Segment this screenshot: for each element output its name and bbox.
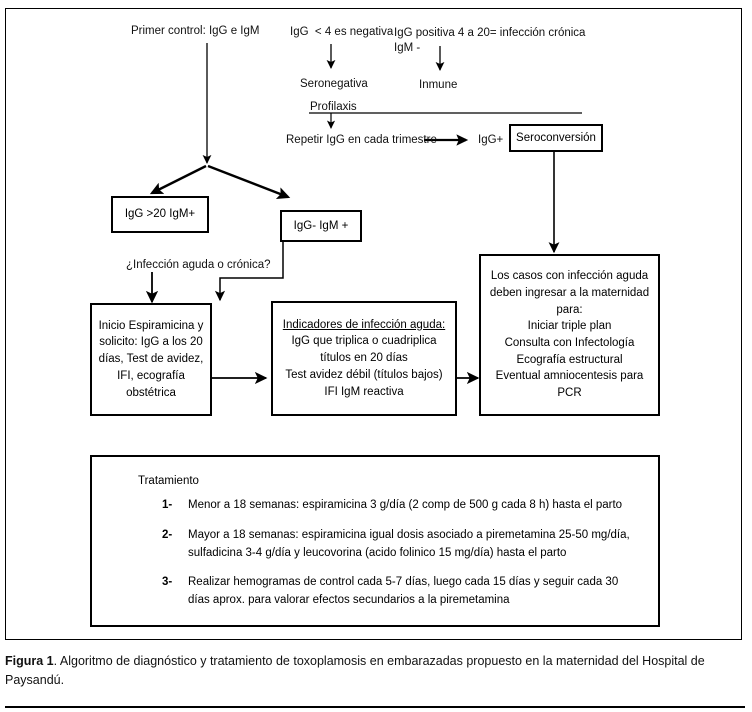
tratamiento-item-1-text: Menor a 18 semanas: espiramicina 3 g/día… <box>188 499 623 511</box>
box-indicadores-infeccion-aguda[interactable]: Indicadores de infección aguda: IgG que … <box>271 301 457 416</box>
espiramicina-line-2: solicito: IgG a los 20 <box>99 336 203 349</box>
box-seroconversion[interactable]: Seroconversión <box>509 124 603 152</box>
tratamiento-item-3-text: Realizar hemogramas de control cada 5-7 … <box>188 576 619 607</box>
label-igg-cronica-line1: IgG positiva 4 a 20= infección crónica <box>394 27 586 39</box>
label-primer-control: Primer control: IgG e IgM <box>131 25 260 37</box>
indicadores-title: Indicadores de infección aguda: <box>282 318 446 331</box>
tratamiento-item-1-number: 1- <box>162 499 173 511</box>
box-espiramicina-lines: Inicio Espiramicina y solicito: IgG a lo… <box>98 318 204 401</box>
label-repetir-igg: Repetir IgG en cada trimestre <box>286 134 437 146</box>
box-igg-negativo-igm-positivo[interactable]: IgG- IgM + <box>280 210 362 242</box>
box-inicio-espiramicina[interactable]: Inicio Espiramicina y solicito: IgG a lo… <box>90 303 212 416</box>
tratamiento-item-2-text: Mayor a 18 semanas: espiramicina igual d… <box>188 528 630 559</box>
label-profilaxis: Profilaxis <box>310 101 357 113</box>
box-indicadores-lines: Indicadores de infección aguda: IgG que … <box>279 317 449 400</box>
maternidad-line-2: deben ingresar a la maternidad <box>489 286 650 299</box>
box-maternidad-lines: Los casos con infección aguda deben ingr… <box>487 268 652 401</box>
caption-bottom-rule <box>5 706 745 708</box>
figure-caption: Figura 1. Algoritmo de diagnóstico y tra… <box>5 652 745 691</box>
espiramicina-line-3: días, Test de avidez, <box>98 353 204 366</box>
indicadores-line-4: IFI IgM reactiva <box>324 385 404 398</box>
box-seroconversion-label: Seroconversión <box>516 131 596 144</box>
maternidad-line-4: Iniciar triple plan <box>527 320 612 333</box>
label-igg-negativa: IgG < 4 es negativa <box>290 26 394 38</box>
label-igg-plus: IgG+ <box>478 134 504 146</box>
indicadores-line-2: títulos en 20 días <box>320 352 408 365</box>
espiramicina-line-1: Inicio Espiramicina y <box>98 319 204 332</box>
box-igg-mayor20-label: IgG >20 IgM+ <box>124 208 196 221</box>
tratamiento-item-3: 3- Realizar hemogramas de control cada 5… <box>162 574 644 610</box>
tratamiento-title: Tratamiento <box>138 475 199 487</box>
box-tratamiento[interactable]: Tratamiento 1- Menor a 18 semanas: espir… <box>90 455 660 627</box>
label-seronegativa: Seronegativa <box>300 78 368 90</box>
figure-caption-label: Figura 1 <box>5 654 54 668</box>
label-igg-cronica-line2: IgM - <box>394 42 421 54</box>
label-inmune: Inmune <box>419 79 458 91</box>
maternidad-line-7: Eventual amniocentesis para PCR <box>495 370 644 400</box>
box-igg-neg-igm-pos-label: IgG- IgM + <box>293 219 349 232</box>
espiramicina-line-4: IFI, ecografía <box>117 369 185 382</box>
box-casos-infeccion-aguda-maternidad[interactable]: Los casos con infección aguda deben ingr… <box>479 254 660 416</box>
maternidad-line-6: Ecografía estructural <box>516 353 623 366</box>
tratamiento-item-3-number: 3- <box>162 576 173 589</box>
label-pregunta-aguda-cronica: ¿Infección aguda o crónica? <box>126 259 271 271</box>
box-igg-mayor20-igm-positivo[interactable]: IgG >20 IgM+ <box>111 196 209 233</box>
figure-caption-text: . Algoritmo de diagnóstico y tratamiento… <box>5 654 705 688</box>
tratamiento-item-2: 2- Mayor a 18 semanas: espiramicina igua… <box>162 527 644 563</box>
tratamiento-item-1: 1- Menor a 18 semanas: espiramicina 3 g/… <box>162 497 644 515</box>
maternidad-line-3: para: <box>556 303 583 316</box>
tratamiento-item-2-number: 2- <box>162 528 173 541</box>
espiramicina-line-5: obstétrica <box>126 386 176 399</box>
indicadores-line-1: IgG que triplica o cuadriplica <box>291 335 437 348</box>
maternidad-line-5: Consulta con Infectología <box>504 337 635 349</box>
maternidad-line-1: Los casos con infección aguda <box>490 270 649 283</box>
indicadores-line-3: Test avidez débil (títulos bajos) <box>285 368 443 381</box>
